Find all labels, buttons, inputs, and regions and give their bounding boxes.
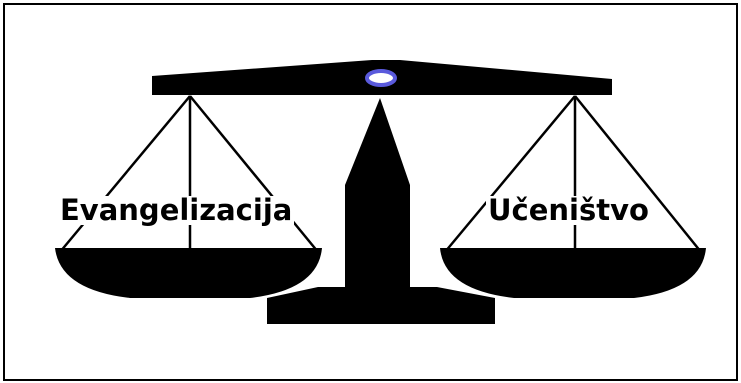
scale-base [267,287,495,324]
left-pan-strings [59,95,319,253]
scale-column [345,98,410,290]
pivot-knob-icon [365,69,397,87]
left-pan [55,248,322,298]
right-pan-label: Učeništvo [486,193,651,227]
right-pan [440,248,706,298]
right-pan-strings [444,95,702,253]
left-pan-label: Evangelizacija [58,193,295,227]
diagram-frame [3,3,738,381]
